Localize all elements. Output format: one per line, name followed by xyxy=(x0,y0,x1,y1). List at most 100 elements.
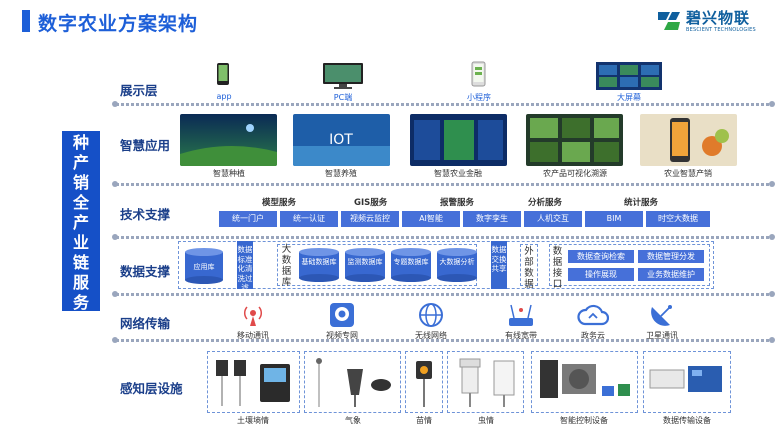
layer-label-display: 展示层 xyxy=(120,83,158,98)
router-icon xyxy=(509,304,533,326)
network-gov-cloud-label: 政务云 xyxy=(581,331,605,340)
sensing-weather-label: 气象 xyxy=(345,416,361,425)
app-db-label: 应用库 xyxy=(193,263,215,271)
traceability-image xyxy=(526,114,623,166)
network-mobile-label: 移动通讯 xyxy=(237,331,269,340)
mobile-signal-icon xyxy=(243,306,263,326)
layer-divider xyxy=(112,291,775,297)
display-pc-label: PC端 xyxy=(333,93,353,102)
tech-service-gis: GIS服务 xyxy=(354,198,388,208)
sensor-seedling-frame xyxy=(405,351,443,413)
svg-text:IOT: IOT xyxy=(329,132,353,148)
side-title-char: 全 xyxy=(72,193,89,212)
basic-db-label: 基础数据库 xyxy=(301,258,337,266)
tech-item-hci: 人机交互 xyxy=(524,211,582,227)
mini-program-phone-icon xyxy=(471,61,486,87)
data-query-button: 数据查询检索 xyxy=(568,250,634,263)
monitor-db-label: 监测数据库 xyxy=(347,258,383,266)
sensing-control-label: 智能控制设备 xyxy=(560,416,608,425)
video-camera-icon xyxy=(330,303,354,327)
tech-service-alarm: 报警服务 xyxy=(440,198,475,208)
cloud-icon xyxy=(577,304,609,326)
control-device-image xyxy=(540,360,630,398)
side-title-char: 销 xyxy=(72,173,89,192)
side-title-char: 产 xyxy=(72,153,89,172)
tech-item-spatial: 时空大数据 xyxy=(646,211,710,227)
layer-label-tech: 技术支撑 xyxy=(120,207,171,222)
sensor-control-frame xyxy=(531,351,638,413)
app-smart-breeding-label: 智慧养殖 xyxy=(325,169,357,178)
big-screen-icon xyxy=(596,62,662,90)
layer-divider xyxy=(112,101,775,107)
pc-monitor-icon xyxy=(323,63,363,89)
data-exchange-box: 数据交换共享 xyxy=(491,241,507,289)
wireless-globe-icon xyxy=(419,303,443,327)
phone-icon xyxy=(217,63,229,85)
sensing-seedling-label: 苗情 xyxy=(416,416,432,425)
layer-divider xyxy=(112,181,775,187)
app-smart-sales-label: 农业智慧产销 xyxy=(664,169,712,178)
weather-station-image xyxy=(316,358,391,407)
tech-item-video: 视频云监控 xyxy=(341,211,399,227)
operate-display-button: 操作展现 xyxy=(568,268,634,281)
side-title-char: 业 xyxy=(72,233,89,252)
app-traceability-label: 农产品可视化溯源 xyxy=(543,169,607,178)
data-interface-frame xyxy=(549,244,710,286)
external-data-label: 外部数据 xyxy=(524,246,534,290)
seedling-camera-image xyxy=(416,361,432,407)
app-smart-planting-label: 智慧种植 xyxy=(213,169,245,178)
sensor-weather-frame xyxy=(304,351,401,413)
satellite-dish-icon xyxy=(651,305,672,326)
tech-item-bim: BIM xyxy=(585,211,643,227)
tech-item-twin: 数字孪生 xyxy=(463,211,521,227)
layer-divider xyxy=(112,234,775,240)
display-big-screen-label: 大屏幕 xyxy=(617,93,641,102)
smart-planting-image xyxy=(180,114,277,166)
title-accent-bar xyxy=(22,10,30,32)
sensor-soil-frame xyxy=(207,351,300,413)
layer-label-network: 网络传输 xyxy=(120,316,171,331)
side-title-char: 服 xyxy=(72,273,89,292)
network-video-label: 视频专网 xyxy=(326,331,358,340)
side-title-char: 链 xyxy=(72,253,89,272)
monitor-db-cylinder xyxy=(345,248,385,282)
data-layer-frame xyxy=(178,241,714,289)
tech-item-auth: 统一认证 xyxy=(280,211,338,227)
transmission-device-image xyxy=(649,366,722,392)
display-mini-program-label: 小程序 xyxy=(467,93,491,102)
bigdb-label: 大数据库 xyxy=(281,244,292,288)
soil-sensor-image xyxy=(216,360,290,406)
layer-divider xyxy=(112,337,775,343)
network-satellite-label: 卫星通讯 xyxy=(646,331,678,340)
tech-service-model: 模型服务 xyxy=(262,198,297,208)
layer-label-app: 智慧应用 xyxy=(120,138,171,153)
layer-label-sensing: 感知层设施 xyxy=(120,381,183,396)
company-logo: 碧兴物联 BESCIENT TECHNOLOGIES xyxy=(656,6,768,40)
network-wireless-label: 无线网络 xyxy=(415,331,447,340)
side-title-box: 种 产 销 全 产 业 链 服 务 xyxy=(62,131,100,312)
layer-label-data: 数据支撑 xyxy=(120,264,171,279)
basic-db-cylinder xyxy=(299,248,339,282)
app-db-cylinder xyxy=(185,248,223,284)
bigdata-analysis-label: 大数据分析 xyxy=(439,258,475,266)
tech-item-portal: 统一门户 xyxy=(219,211,277,227)
smart-sales-image xyxy=(640,114,737,166)
sensing-transmission-label: 数据传输设备 xyxy=(663,416,711,425)
sensor-pest-frame xyxy=(447,351,524,413)
data-clean-box: 数据标准化清洗过滤 xyxy=(237,241,253,292)
side-title-char: 种 xyxy=(72,133,89,152)
tech-service-analysis: 分析服务 xyxy=(528,198,563,208)
sensing-soil-label: 土壤墒情 xyxy=(237,416,269,425)
sensing-pest-label: 虫情 xyxy=(478,416,494,425)
side-title-char: 产 xyxy=(72,213,89,232)
data-manage-button: 数据管理分发 xyxy=(638,250,704,263)
logo-subtitle: BESCIENT TECHNOLOGIES xyxy=(686,27,756,33)
app-smart-finance-label: 智慧农业金融 xyxy=(434,169,482,178)
topic-db-cylinder xyxy=(391,248,431,282)
page-title: 数字农业方案架构 xyxy=(38,13,199,35)
tech-service-statistics: 统计服务 xyxy=(624,198,659,208)
smart-breeding-image: IOT xyxy=(293,114,390,166)
bigdata-analysis-cylinder xyxy=(437,248,477,282)
logo-mark-icon xyxy=(658,12,680,30)
display-app-label: app xyxy=(216,92,232,101)
